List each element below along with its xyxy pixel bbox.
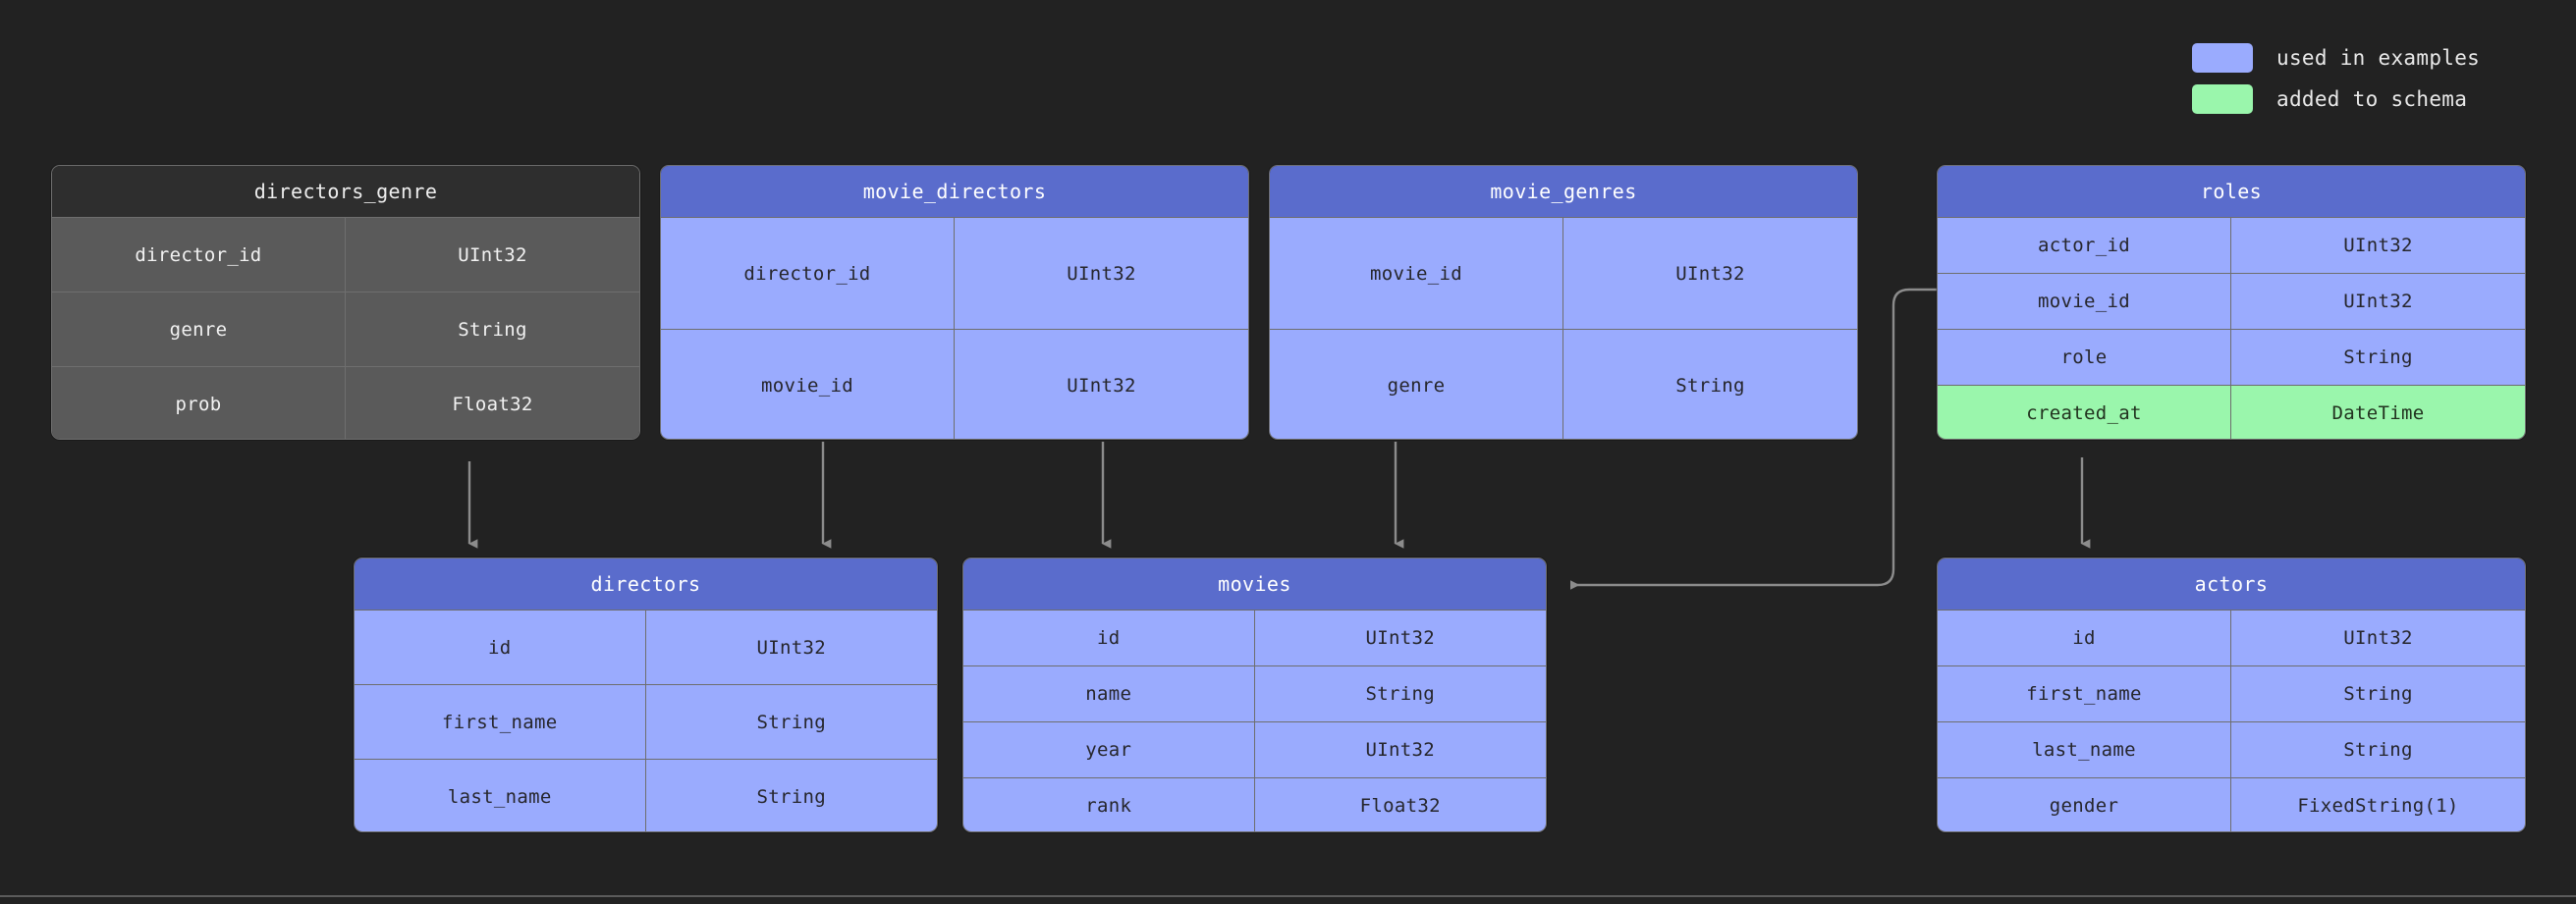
column-type: UInt32: [1563, 218, 1857, 329]
column-type: UInt32: [1254, 722, 1546, 777]
column-name: created_at: [1938, 386, 2231, 439]
table-title-movies: movies: [963, 558, 1546, 610]
legend-swatch-green: [2192, 84, 2253, 114]
column-name: movie_id: [661, 330, 955, 439]
column-type: DateTime: [2231, 386, 2525, 439]
legend-swatch-blue: [2192, 43, 2253, 73]
legend-label-used-in-examples: used in examples: [2276, 46, 2481, 70]
column-name: id: [355, 611, 646, 684]
column-name: year: [963, 722, 1255, 777]
column-name: gender: [1938, 778, 2231, 831]
column-type: String: [645, 760, 937, 831]
column-type: String: [346, 292, 639, 366]
column-type: FixedString(1): [2231, 778, 2525, 831]
column-name: genre: [52, 292, 346, 366]
column-type: String: [2231, 722, 2525, 777]
table-title-roles: roles: [1938, 166, 2525, 217]
table-title-directors_genre: directors_genre: [52, 166, 639, 217]
column-type: Float32: [346, 367, 639, 439]
column-type: UInt32: [1254, 611, 1546, 665]
column-name: director_id: [52, 218, 346, 292]
column-type: String: [645, 685, 937, 759]
legend-item-used-in-examples: used in examples: [2192, 43, 2488, 73]
column-type: String: [2231, 330, 2525, 385]
column-type: UInt32: [346, 218, 639, 292]
column-type: UInt32: [2231, 218, 2525, 273]
column-name: first_name: [355, 685, 646, 759]
table-title-movie_genres: movie_genres: [1270, 166, 1857, 217]
column-name: rank: [963, 778, 1255, 831]
column-name: movie_id: [1270, 218, 1563, 329]
column-name: name: [963, 666, 1255, 721]
column-name: prob: [52, 367, 346, 439]
legend: used in examples added to schema: [2192, 43, 2488, 114]
column-type: String: [1563, 330, 1857, 439]
column-name: director_id: [661, 218, 955, 329]
column-type: UInt32: [955, 218, 1248, 329]
table-title-actors: actors: [1938, 558, 2525, 610]
column-name: movie_id: [1938, 274, 2231, 329]
legend-label-added-to-schema: added to schema: [2276, 87, 2468, 111]
column-type: Float32: [1254, 778, 1546, 831]
column-name: first_name: [1938, 666, 2231, 721]
column-name: id: [963, 611, 1255, 665]
column-name: actor_id: [1938, 218, 2231, 273]
column-type: UInt32: [955, 330, 1248, 439]
table-title-movie_directors: movie_directors: [661, 166, 1248, 217]
column-name: id: [1938, 611, 2231, 665]
column-name: role: [1938, 330, 2231, 385]
table-title-directors: directors: [355, 558, 937, 610]
column-type: UInt32: [645, 611, 937, 684]
column-type: String: [1254, 666, 1546, 721]
bottom-edge-artifact: [0, 895, 2576, 897]
column-name: last_name: [355, 760, 646, 831]
column-type: UInt32: [2231, 274, 2525, 329]
legend-item-added-to-schema: added to schema: [2192, 84, 2488, 114]
column-name: last_name: [1938, 722, 2231, 777]
column-type: String: [2231, 666, 2525, 721]
column-name: genre: [1270, 330, 1563, 439]
column-type: UInt32: [2231, 611, 2525, 665]
